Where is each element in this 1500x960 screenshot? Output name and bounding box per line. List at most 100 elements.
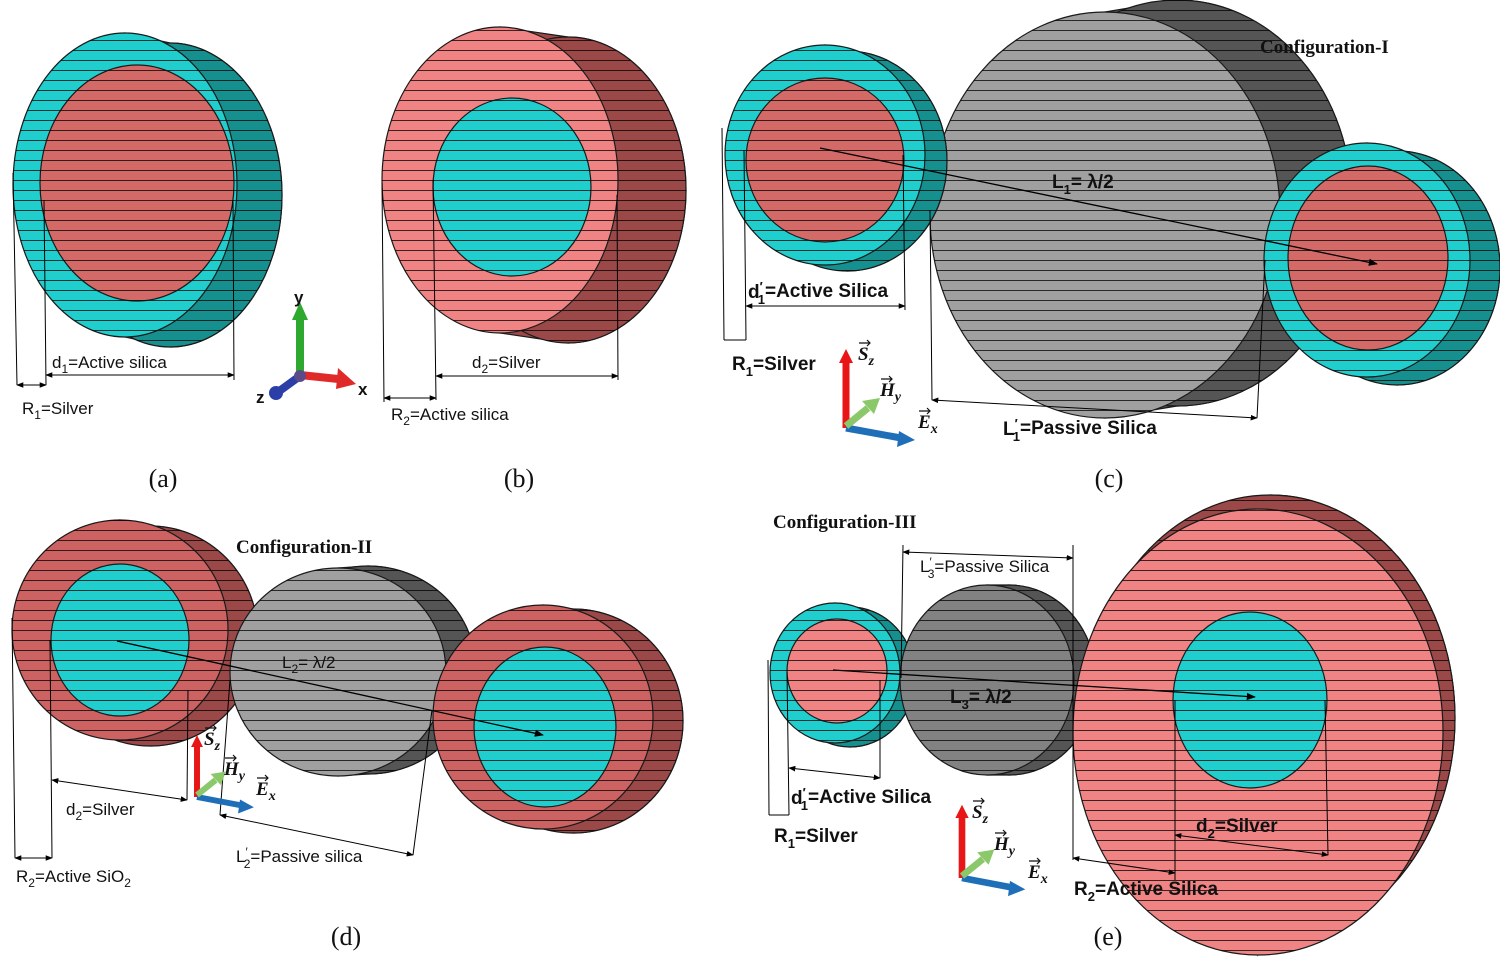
d-d2-label-base: d xyxy=(66,800,75,819)
d-h-label-base: H xyxy=(223,759,240,780)
e-h-vector-shaft xyxy=(959,856,985,879)
d-s-vector-head xyxy=(191,735,203,747)
d-dim-l2p xyxy=(219,813,414,857)
disk-c-right xyxy=(1263,142,1500,386)
d-field-triad-icon xyxy=(191,735,254,814)
a-r1-label-sub: 1 xyxy=(34,408,41,422)
c-d1p-label-rest: =Active Silica xyxy=(765,281,888,302)
c-r1-label: R1=Silver xyxy=(732,354,816,379)
e-d2-label-rest: =Silver xyxy=(1215,816,1278,837)
c-guide-r1-left xyxy=(721,127,725,341)
e-guide-r1-left xyxy=(767,659,770,816)
d-s-label-arrow xyxy=(205,724,217,732)
e-guide-r1-right xyxy=(786,671,790,816)
disk-e-left-core-hatching xyxy=(787,619,887,723)
d-guide-l2p-right xyxy=(412,709,433,856)
e-e-label-sub: x xyxy=(1040,872,1048,887)
d-h-vector-shaft xyxy=(195,777,218,798)
e-d2-label: d2=Silver xyxy=(1196,816,1278,841)
d-d2-label: d2=Silver xyxy=(66,800,135,823)
axes-origin xyxy=(294,370,306,382)
d-h-vector-head xyxy=(210,771,226,786)
b-r2-label-base: R xyxy=(391,405,403,424)
e-l3p-label-sub: 3 xyxy=(928,567,935,581)
d-l2p-label: L′2=Passive silica xyxy=(236,845,363,871)
e-r1-label-rest: =Silver xyxy=(795,826,858,847)
e-r2-label-base: R xyxy=(1074,879,1088,900)
disk-c-left xyxy=(724,44,948,272)
panel-label-a: (a) xyxy=(149,464,178,493)
c-h-vector-shaft xyxy=(843,405,871,429)
disk-b-core-hatching xyxy=(433,98,591,276)
e-e-label: Ex xyxy=(1027,862,1048,887)
b-d2-label-rest: =Silver xyxy=(488,353,541,372)
c-s-label-arrow xyxy=(859,339,871,347)
c-l1-label-base: L xyxy=(1052,172,1064,193)
c-d1p-label-prime: ′ xyxy=(760,279,763,294)
d-l2p-label-prime: ′ xyxy=(245,845,248,859)
e-d1p-label-sub: 1 xyxy=(801,798,808,813)
d-arrow-l2 xyxy=(116,640,544,737)
e-e-label-base: E xyxy=(1027,862,1041,883)
d-s-label-sub: z xyxy=(214,739,221,754)
c-l1p-label-sub: 1 xyxy=(1013,429,1020,444)
d-h-label-sub: y xyxy=(237,769,246,784)
b-d2-label-sub: 2 xyxy=(481,362,488,376)
c-dim-l1p xyxy=(931,397,1258,421)
c-l1-label-sub: 1 xyxy=(1064,182,1071,197)
c-h-label-sub: y xyxy=(893,390,902,405)
e-s-label-sub: z xyxy=(982,812,989,827)
d-guide-l2p-left xyxy=(219,679,231,816)
axis-label-z: z xyxy=(256,388,265,407)
e-dim-l3p xyxy=(902,549,1074,561)
c-h-label: Hy xyxy=(879,380,902,405)
d-r2-label-rest: =Active SiO xyxy=(35,867,124,886)
y-axis-shaft xyxy=(296,318,304,373)
a-r1-label-base: R xyxy=(22,399,34,418)
c-arrow-l1 xyxy=(819,147,1378,266)
e-l3-label-base: L xyxy=(950,687,962,708)
e-l3p-label: L′3=Passive Silica xyxy=(920,555,1050,581)
disk-e-left xyxy=(769,602,916,748)
b-r2-label: R2=Active silica xyxy=(391,405,509,428)
disk-e-right xyxy=(1072,494,1456,957)
panel-label-e: (e) xyxy=(1094,922,1123,951)
e-r2-label-rest: =Active Silica xyxy=(1095,879,1218,900)
c-r1-label-rest: =Silver xyxy=(753,354,816,375)
e-r2-label-sub: 2 xyxy=(1088,889,1095,904)
d-l2-label: L2= λ/2 xyxy=(282,653,336,676)
e-l3-label: L3= λ/2 xyxy=(950,687,1012,712)
e-s-vector-head xyxy=(955,804,969,818)
e-d1p-label: d′1=Active Silica xyxy=(791,785,931,813)
a-d1-label: d1=Active silica xyxy=(52,353,167,376)
e-e-vector-head xyxy=(1008,880,1026,897)
d-s-vector-shaft xyxy=(194,747,200,797)
x-axis-head xyxy=(336,368,356,389)
a-guide-d1-right xyxy=(232,199,235,381)
e-l3-label-rest: = λ/2 xyxy=(969,687,1012,708)
e-dim-d1 xyxy=(788,765,881,781)
e-s-vector-shaft xyxy=(958,818,966,878)
d-s-label: Sz xyxy=(204,729,221,754)
disk-a xyxy=(12,32,283,348)
axis-label-x: x xyxy=(358,380,368,399)
e-d2-label-base: d xyxy=(1196,816,1208,837)
xyz-axes-icon xyxy=(269,302,356,400)
e-d1p-label-prime: ′ xyxy=(803,785,806,800)
panel-label-d: (d) xyxy=(331,922,361,951)
c-l1-label-rest: = λ/2 xyxy=(1071,172,1114,193)
a-d1-label-base: d xyxy=(52,353,61,372)
c-e-vector-head xyxy=(897,431,915,447)
panel-label-b: (b) xyxy=(504,464,534,493)
d-e-vector-head xyxy=(238,799,254,814)
d-h-label: Hy xyxy=(223,759,246,784)
disk-d-right xyxy=(432,604,684,834)
e-h-vector-head xyxy=(977,849,995,865)
d-l2-label-rest: = λ/2 xyxy=(298,653,335,672)
e-e-label-arrow xyxy=(1029,857,1041,865)
d-d2-label-sub: 2 xyxy=(75,809,82,823)
disk-c-large xyxy=(929,0,1353,419)
c-s-vector-shaft xyxy=(842,363,850,428)
z-axis-head xyxy=(269,386,283,400)
